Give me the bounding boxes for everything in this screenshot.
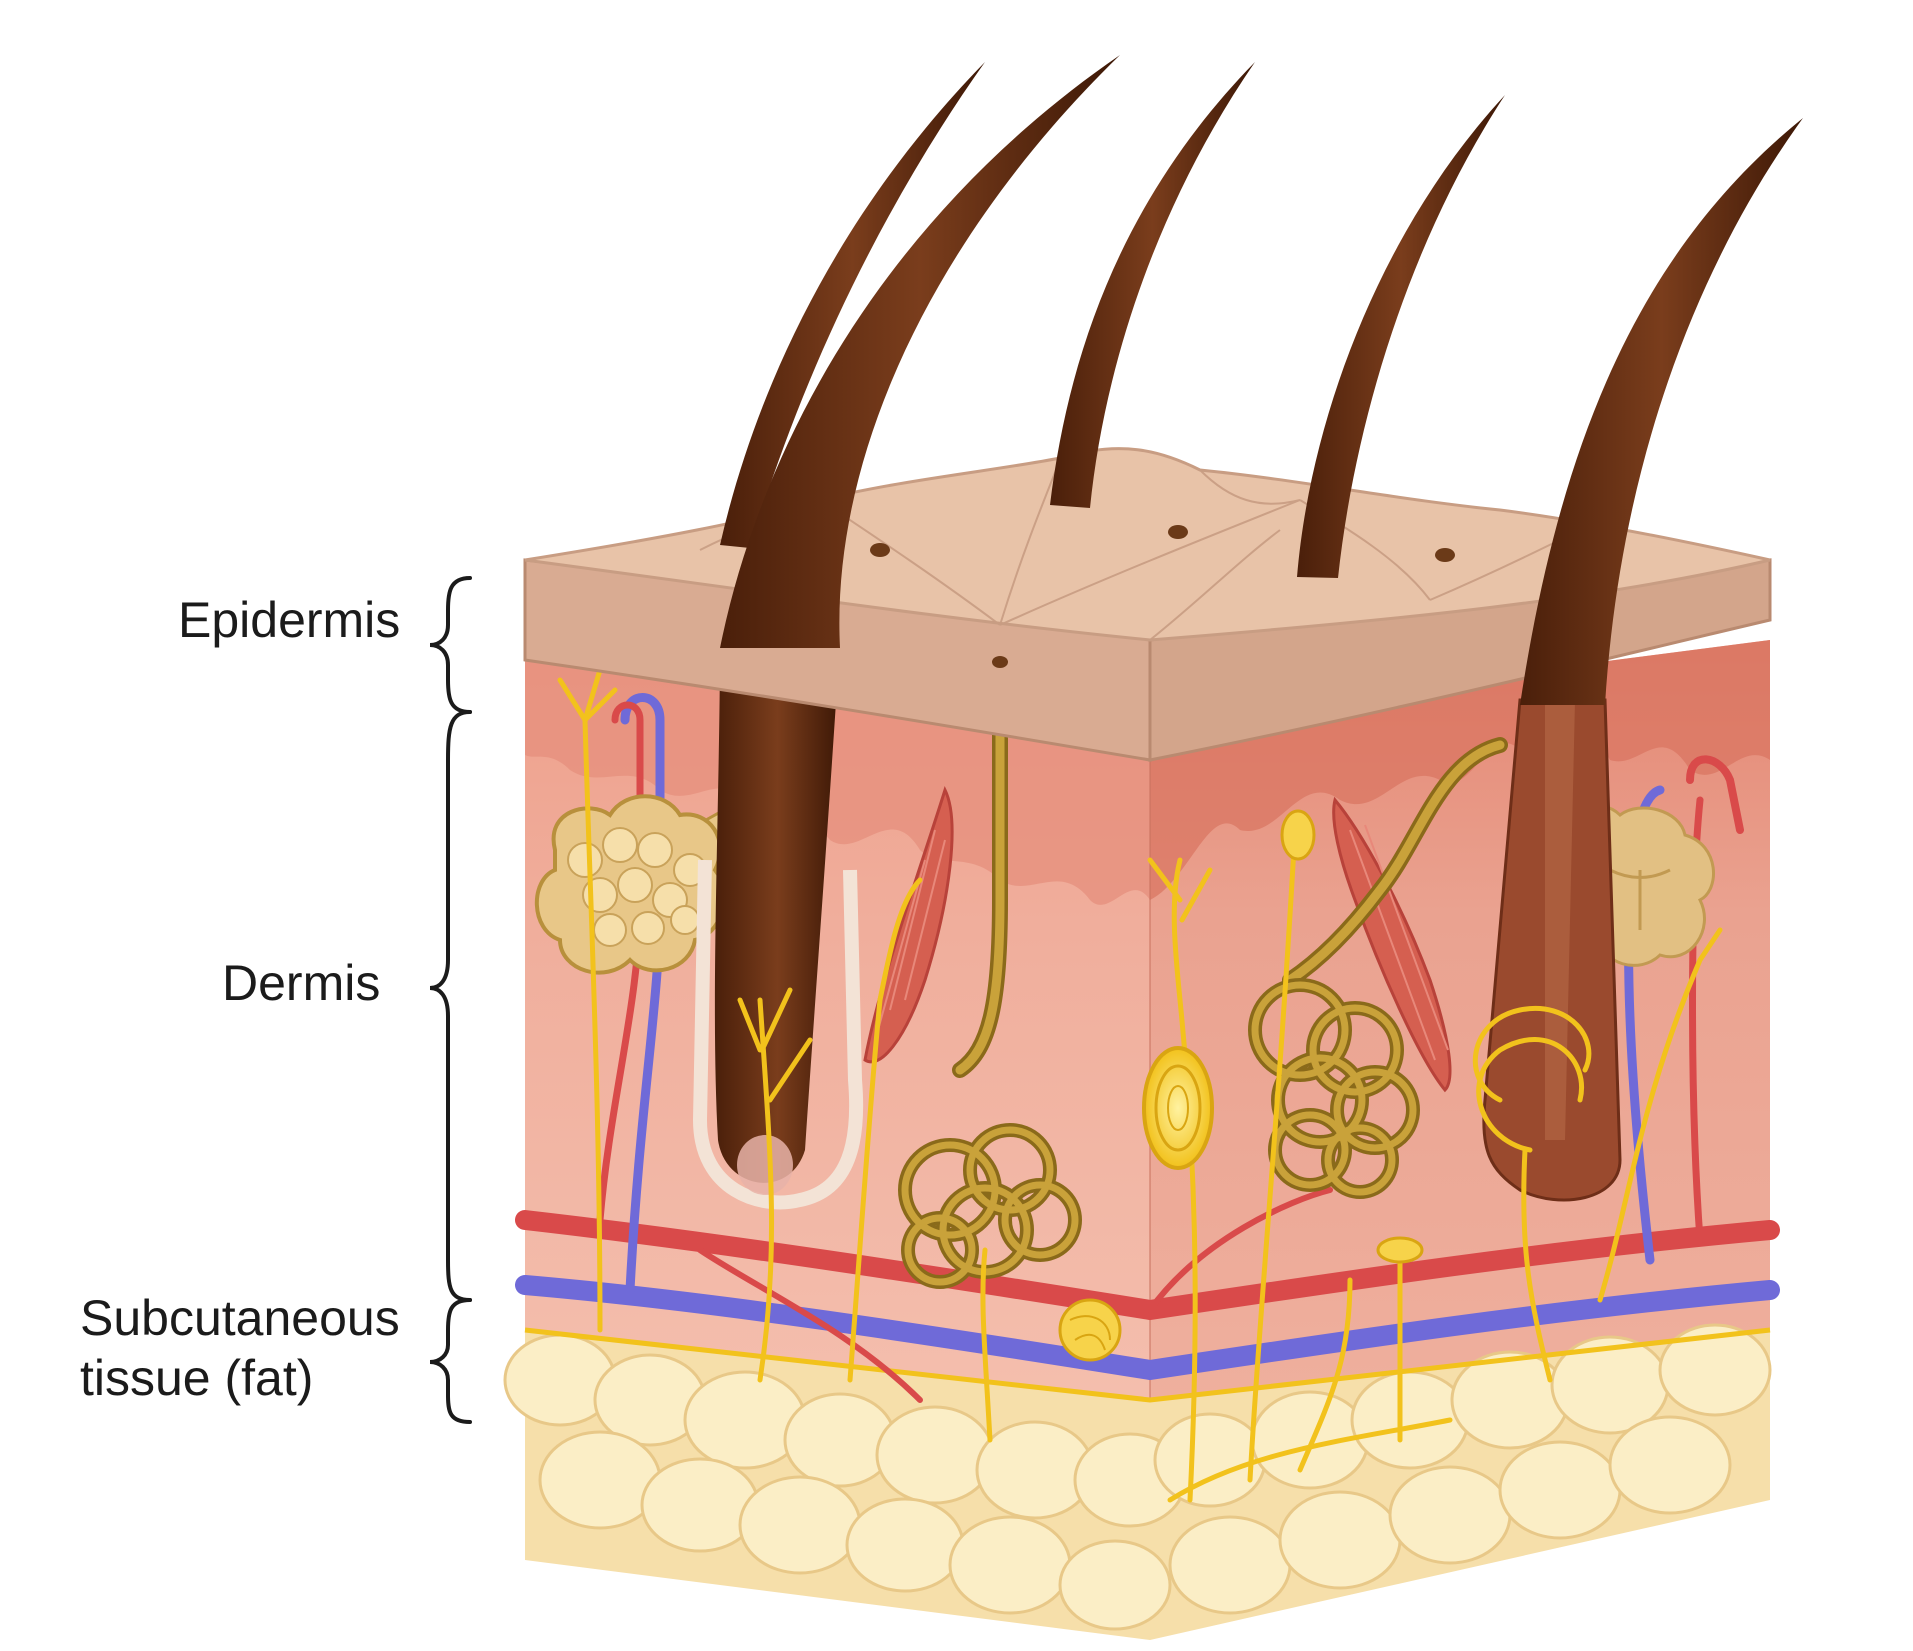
arrector-pili-muscle-left: [863, 785, 954, 1064]
blood-vessels: [515, 1187, 1780, 1403]
hair-shafts: [720, 55, 1803, 705]
free-nerve-ending: [1376, 1236, 1424, 1264]
epidermis-label: Epidermis: [178, 592, 401, 648]
dermis-brace: [429, 710, 472, 1302]
meissner-corpuscle-lower: [1058, 1298, 1122, 1362]
dermis-label: Dermis: [222, 955, 381, 1011]
pacinian-corpuscle: [1142, 1046, 1214, 1170]
arrector-pili-muscle-right: [1332, 796, 1452, 1093]
meissner-corpuscle-upper: [1280, 809, 1316, 861]
subcutaneous-label-line1: Subcutaneous: [80, 1290, 400, 1346]
sweat-gland-right: [1248, 737, 1508, 1199]
subcutaneous-brace: [429, 1298, 472, 1424]
epidermis-brace: [429, 576, 472, 714]
subcutaneous-label-line2: tissue (fat): [80, 1350, 314, 1406]
hair-follicle-left: [692, 640, 864, 1210]
layer-braces: [429, 576, 472, 1424]
hair-follicle-right: [1482, 698, 1622, 1202]
subcutaneous-fat-layer: [503, 1323, 1772, 1640]
